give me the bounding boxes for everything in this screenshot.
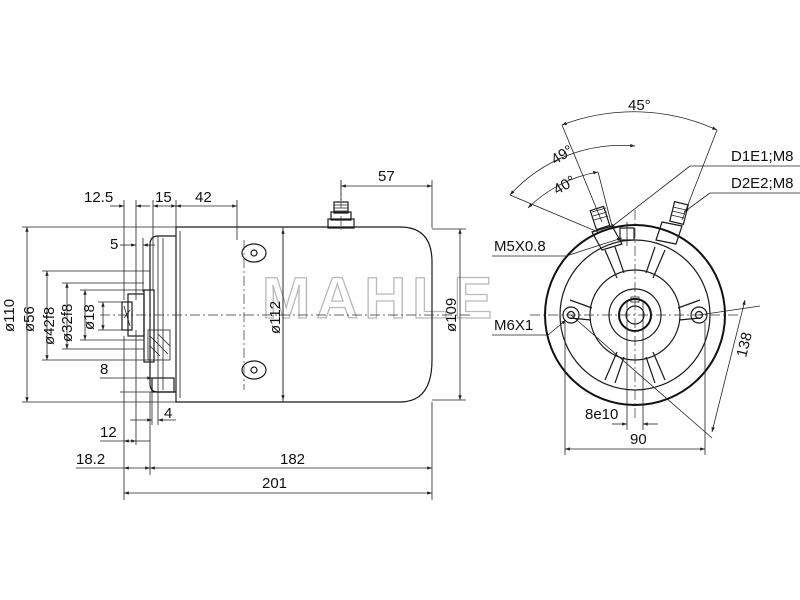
dim-15: 15 (155, 189, 172, 206)
brand-watermark: MAHLE (262, 266, 498, 331)
terminal-d1 (589, 205, 623, 251)
dim-dia-18: ø18 (81, 304, 98, 330)
dim-8e10: 8e10 (585, 406, 618, 423)
body-bolt-top (241, 243, 267, 263)
mounting-flange (143, 289, 155, 363)
dim-8: 8 (100, 361, 108, 378)
dim-201: 201 (262, 475, 287, 492)
thread-label-m6: M6X1 (494, 317, 533, 334)
dim-dia-109: ø109 (443, 298, 460, 332)
dim-12: 12 (100, 424, 117, 441)
end-view: 45° 49° 40° D1E1;M8 D2E2;M8 M5X0.8 M6X1 … (492, 97, 800, 455)
dim-42: 42 (195, 189, 212, 206)
terminal-label-d1e1: D1E1;M8 (731, 148, 794, 165)
dim-dia-32f8: ø32f8 (59, 304, 76, 342)
dim-18.2: 18.2 (76, 451, 105, 468)
body-bolt-bottom (241, 360, 267, 380)
dim-dia-56: ø56 (21, 306, 38, 332)
dim-138: 138 (733, 331, 756, 359)
thread-label-m5: M5X0.8 (494, 238, 546, 255)
dim-dia-110: ø110 (1, 299, 18, 332)
terminal-label-d2e2: D2E2;M8 (731, 175, 794, 192)
dim-dia-42f8: ø42f8 (41, 307, 58, 345)
stud-m5 (619, 222, 635, 246)
dim-angle-45: 45° (628, 97, 651, 114)
dim-angle-40: 40° (551, 172, 579, 198)
dim-4: 4 (164, 405, 172, 422)
dim-12.5: 12.5 (84, 189, 113, 206)
dim-5: 5 (110, 236, 118, 253)
terminal-d2 (655, 200, 689, 245)
dim-angle-49: 49° (548, 142, 576, 168)
dim-90: 90 (630, 431, 647, 448)
end-shield-ribs (569, 246, 701, 384)
side-view: 12.5 15 42 57 5 ø110 ø56 ø42f8 ø32f8 (1, 168, 470, 500)
dim-182: 182 (280, 451, 305, 468)
front-boss (151, 377, 175, 393)
dim-dia-112: ø112 (267, 301, 284, 334)
dim-57: 57 (378, 168, 395, 185)
motor-body-outline (175, 226, 433, 403)
